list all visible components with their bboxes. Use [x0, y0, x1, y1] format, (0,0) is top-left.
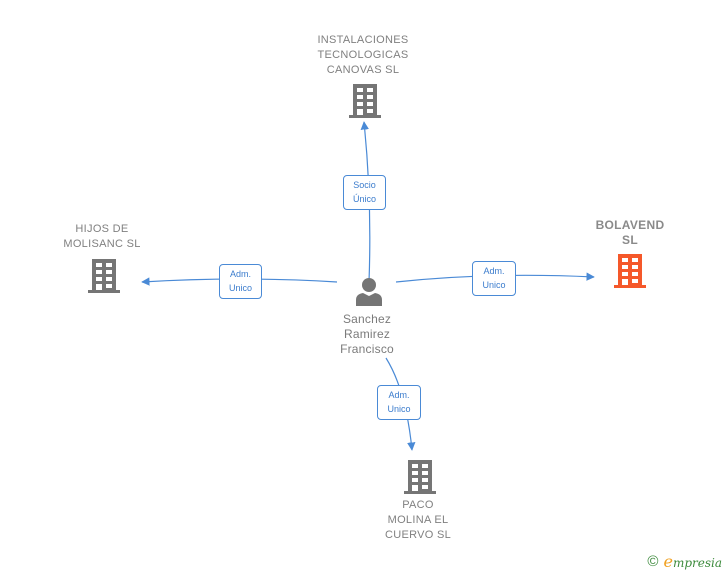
company-label-hijos[interactable]: HIJOS DE MOLISANC SL — [63, 223, 141, 250]
footer-brand: © empresia — [647, 552, 722, 571]
brand-rest: mpresia — [672, 556, 722, 570]
edge-label-adm-unico-bottom: Adm. Unico — [377, 385, 421, 420]
company-label-instalaciones[interactable]: INSTALACIONES TECNOLOGICAS CANOVAS SL — [317, 34, 409, 76]
person-label[interactable]: Sanchez Ramirez Francisco — [340, 312, 394, 356]
company-label-bolavend[interactable]: BOLAVEND SL — [595, 218, 665, 247]
building-icon[interactable] — [349, 84, 381, 123]
company-label-paco[interactable]: PACO MOLINA EL CUERVO SL — [384, 499, 452, 541]
person-icon[interactable] — [354, 276, 384, 311]
empresia-logo[interactable]: empresia — [663, 552, 722, 571]
building-icon-focus[interactable] — [614, 254, 646, 293]
brand-initial: e — [663, 552, 673, 571]
copyright-icon: © — [647, 553, 659, 570]
building-icon[interactable] — [88, 259, 120, 298]
edge-label-adm-unico-left: Adm. Unico — [219, 264, 262, 299]
edge-label-adm-unico-right: Adm. Unico — [472, 261, 516, 296]
building-icon[interactable] — [404, 460, 436, 499]
edge-label-socio-unico: Socio Único — [343, 175, 386, 210]
